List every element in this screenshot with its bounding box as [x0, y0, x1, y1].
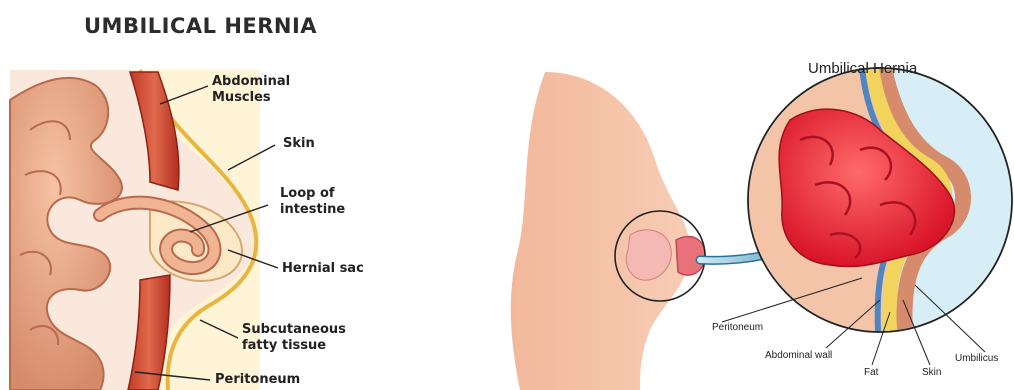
right-title: Umbilical Hernia [808, 60, 917, 77]
label-loop-line2: intestine [280, 202, 345, 218]
label-subcutaneous-fatty-tissue: Subcutaneous fatty tissue [242, 322, 346, 354]
label-subcutaneous-line2: fatty tissue [242, 338, 346, 354]
body-silhouette [511, 72, 690, 390]
right-illustration [511, 68, 1012, 390]
label-abdominal-muscles-line1: Abdominal [212, 74, 290, 90]
label-hernial-sac: Hernial sac [282, 261, 364, 277]
label-peritoneum-right: Peritoneum [712, 322, 763, 333]
label-skin: Skin [283, 136, 315, 152]
label-peritoneum-left: Peritoneum [215, 372, 300, 388]
label-loop-of-intestine: Loop of intestine [280, 186, 345, 218]
label-abdominal-wall: Abdominal wall [765, 350, 832, 361]
label-abdominal-muscles-line2: Muscles [212, 90, 290, 106]
label-umbilicus: Umbilicus [955, 353, 998, 364]
label-loop-line1: Loop of [280, 186, 345, 202]
label-skin-right: Skin [922, 367, 941, 378]
left-title: UMBILICAL HERNIA [84, 14, 317, 38]
label-fat: Fat [864, 367, 878, 378]
left-illustration [10, 70, 278, 390]
label-subcutaneous-line1: Subcutaneous [242, 322, 346, 338]
label-abdominal-muscles: Abdominal Muscles [212, 74, 290, 106]
